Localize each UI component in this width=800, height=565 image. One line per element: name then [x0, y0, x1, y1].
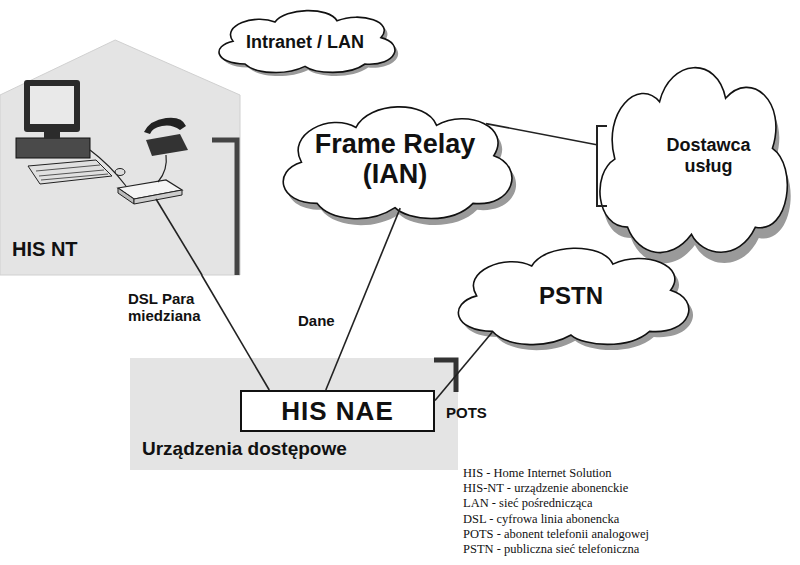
- abbreviation-note: HIS-NT - urządzenie abonenckie: [463, 481, 649, 496]
- cloud-shape: [458, 248, 688, 344]
- panel-shadow: [434, 360, 456, 392]
- provider-cloud: Dostawca usług: [585, 48, 798, 263]
- abbreviation-note: POTS - abonent telefonii analogowej: [463, 527, 649, 542]
- desktop-case: [16, 138, 90, 158]
- abbreviation-note: PSTN - publiczna sieć telefoniczna: [463, 542, 649, 557]
- connector-label: Dane: [298, 312, 335, 329]
- cloud-shape: [219, 11, 395, 73]
- abbreviation-list: HIS - Home Internet SolutionHIS-NT - urz…: [463, 466, 649, 557]
- cloud-label: Intranet / LAN: [246, 32, 364, 53]
- access-site: Urządzenia dostępowe HIS NAE: [130, 358, 458, 470]
- site-label: Urządzenia dostępowe: [142, 438, 347, 460]
- cloud-label: Frame Relay (IAN): [300, 130, 490, 189]
- site-label: HIS NT: [12, 238, 78, 261]
- abbreviation-note: HIS - Home Internet Solution: [463, 466, 649, 481]
- cloud-shape: [600, 68, 787, 253]
- connector-label: POTS: [446, 404, 487, 421]
- monitor-stand: [44, 132, 60, 138]
- cloud-label: Dostawca usług: [666, 135, 750, 177]
- monitor: [24, 80, 80, 132]
- box-label: HIS NAE: [281, 396, 393, 427]
- network-cloud: Frame Relay (IAN): [265, 95, 525, 225]
- monitor-screen: [30, 86, 74, 124]
- network-cloud: PSTN: [440, 238, 702, 350]
- panel-shadow: [212, 140, 237, 275]
- connector-label: DSL Para miedziana: [128, 290, 201, 325]
- connector-line: [486, 124, 597, 145]
- abbreviation-note: DSL - cyfrowa linia abonencka: [463, 512, 649, 527]
- access-node-box: HIS NAE: [240, 390, 435, 432]
- keyboard-keys: [36, 165, 108, 180]
- cloud-label: PSTN: [539, 282, 603, 310]
- house-shape: [0, 40, 240, 275]
- abbreviation-note: LAN - sieć pośrednicząca: [463, 496, 649, 511]
- network-cloud: Intranet / LAN: [205, 4, 405, 76]
- cloud-shape: [283, 107, 512, 219]
